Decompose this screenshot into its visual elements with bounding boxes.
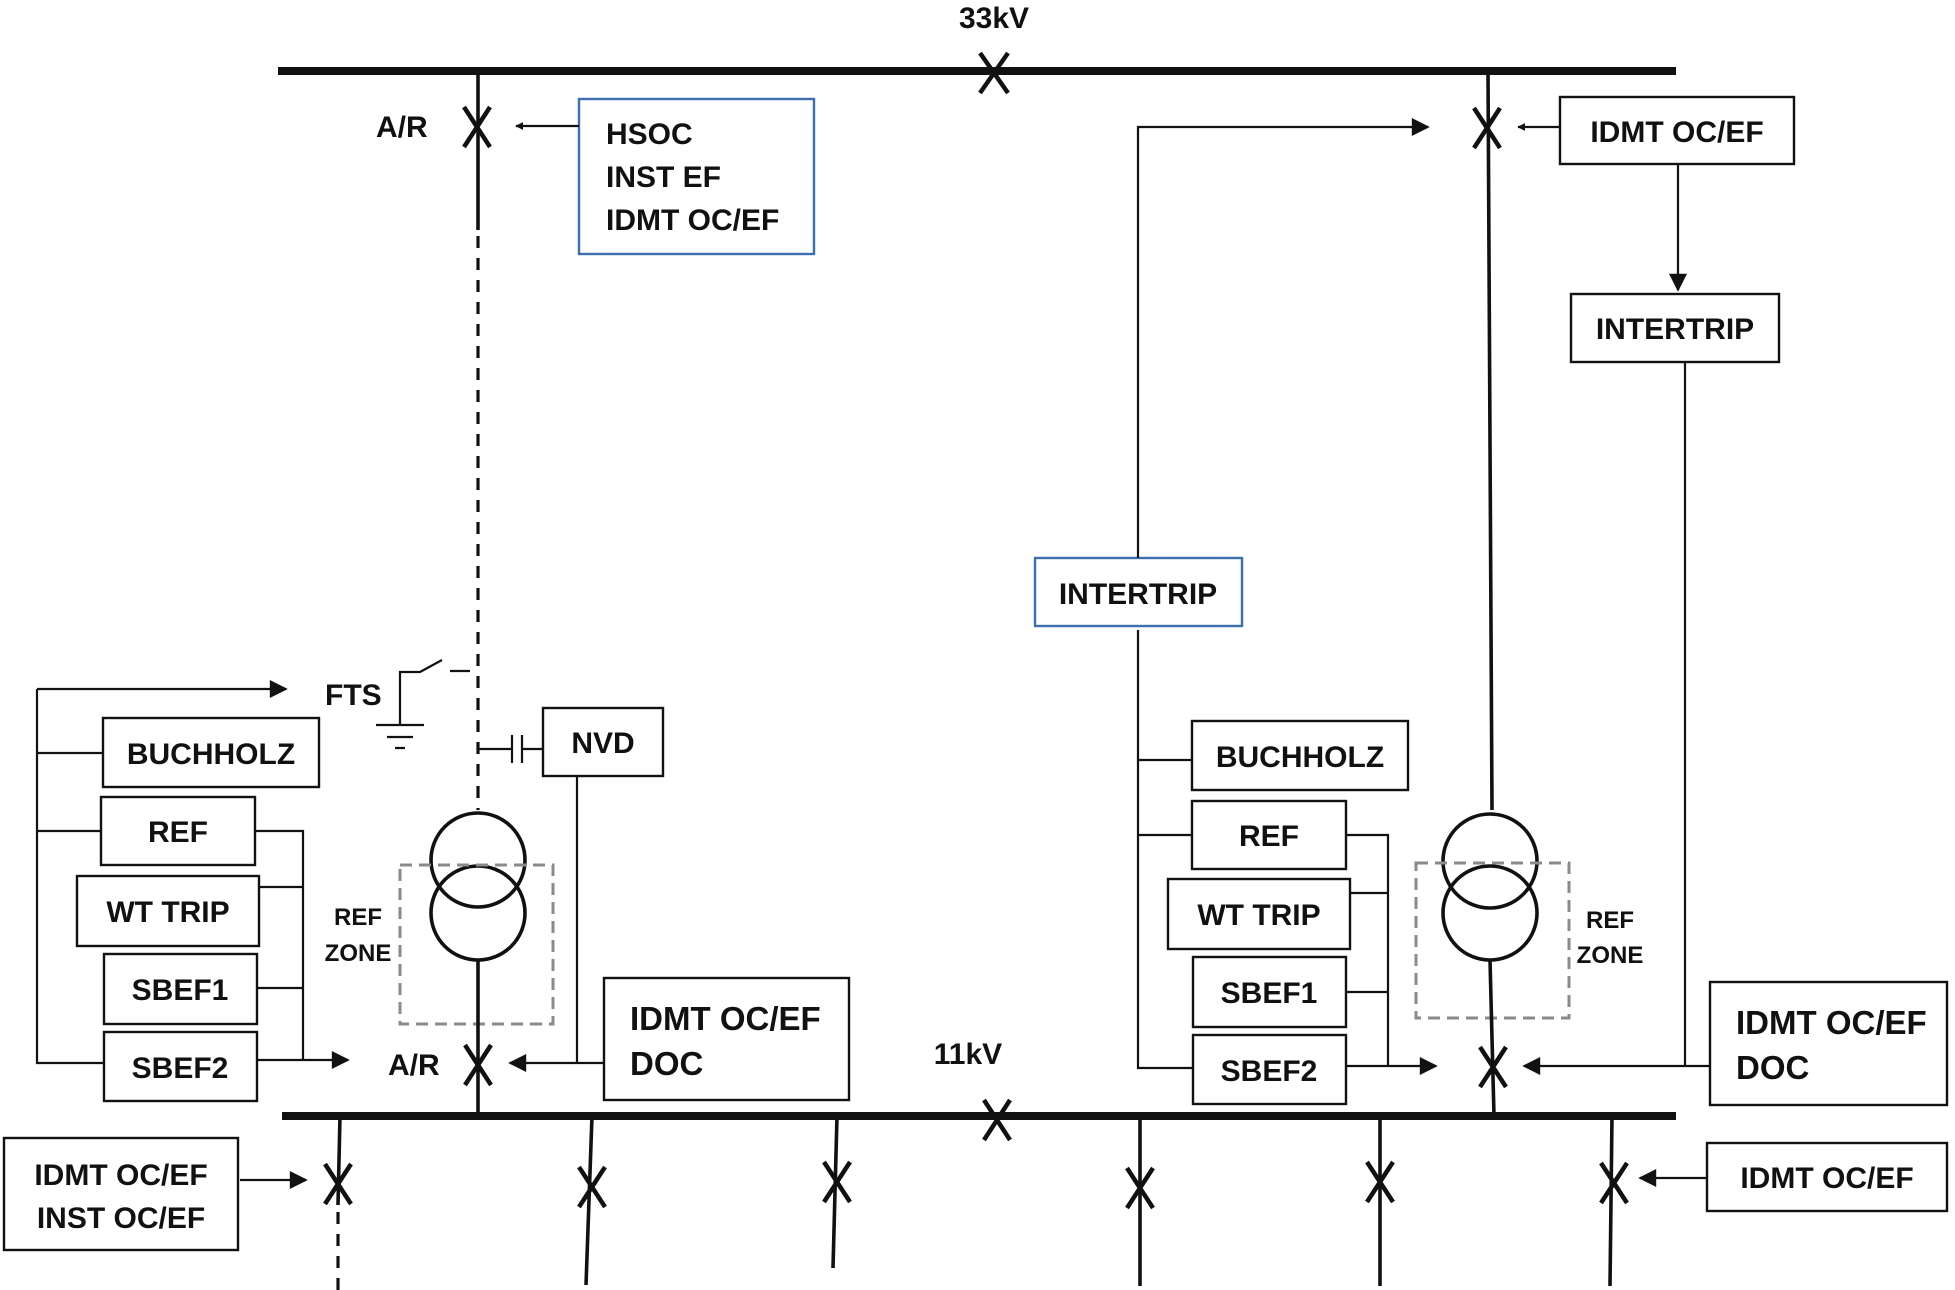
lv-feeder-circuit-breaker [1125,1166,1155,1210]
left-ref-label: REF [148,816,208,849]
right-wt-trip-label: WT TRIP [1197,899,1320,932]
left-hv-protection-box [577,97,816,256]
left-lv-ar-label: A/R [388,1049,440,1082]
left-ref-zone-label: ZONE [325,940,392,967]
lv-feeder-protection-line: INST OC/EF [37,1202,205,1235]
left-sbef1-label: SBEF1 [132,974,229,1007]
lv-outgoing-feeders: IDMT OC/EF INST OC/EF IDMT OC/EF [2,1115,1949,1290]
right-transformer-hv-winding [1441,812,1539,910]
left-hv-ar-label: A/R [376,111,428,144]
lv-feeder-protection-box-right [1705,1141,1949,1213]
lv-feeder-protection-box-left [2,1136,240,1252]
lv-feeder-circuit-breaker [1365,1160,1395,1204]
left-hv-protection-line: INST EF [606,161,721,194]
right-ref-label: REF [1239,820,1299,853]
lv-bus-label: 11kV [934,1038,1002,1071]
right-ref-box [1190,799,1348,871]
right-hv-protection-box [1558,95,1796,166]
left-transformer-hv-winding [429,811,527,909]
left-sbef2-box [102,1030,259,1103]
right-buchholz-label: BUCHHOLZ [1216,741,1384,774]
right-sbef1-label: SBEF1 [1221,977,1318,1010]
right-hv-circuit-breaker [1472,106,1502,150]
right-lv-circuit-breaker [1478,1045,1508,1089]
fts-switch-symbol [398,659,443,725]
left-hv-protection-line: IDMT OC/EF [606,204,779,237]
lv-feeder-circuit-breaker [822,1160,852,1204]
left-transformer-bay: A/R HSOC INST EF IDMT OC/EF FTS NVD REF … [35,71,851,1116]
fts-label: FTS [325,679,382,712]
right-sbef2-label: SBEF2 [1221,1055,1318,1088]
right-wt-trip-box [1166,877,1352,951]
nvd-capacitor-icon [478,735,543,763]
nvd-box [541,706,665,778]
right-buchholz-box [1190,719,1410,792]
right-hv-intertrip-label: INTERTRIP [1596,313,1754,346]
nvd-label: NVD [571,727,634,760]
lv-bus-section-breaker [982,1098,1012,1142]
left-hv-circuit-breaker [462,105,492,149]
right-lv-protection-line: DOC [1736,1049,1809,1086]
left-lv-circuit-breaker [463,1043,493,1087]
left-wt-trip-label: WT TRIP [106,896,229,929]
lv-feeder-circuit-breaker [323,1162,353,1206]
left-sbef1-box [102,952,259,1026]
right-lv-protection-box [1708,980,1949,1107]
left-buchholz-label: BUCHHOLZ [127,738,295,771]
right-trip-bus-wire [1136,630,1193,1070]
left-ref-zone-label: REF [334,904,382,931]
hv-busbar: 33kV [278,2,1676,95]
right-ref-zone-label: ZONE [1577,942,1644,969]
earth-icon [376,723,424,750]
right-ref-zone-label: REF [1586,907,1634,934]
left-trip-bus-wire [35,689,104,1065]
hv-bus-label: 33kV [959,2,1029,35]
lv-feeder-protection-label: IDMT OC/EF [1740,1162,1913,1195]
left-lv-protection-line: IDMT OC/EF [630,1000,821,1037]
left-buchholz-box [101,716,321,789]
lv-busbar: 11kV [282,1038,1676,1142]
right-hv-intertrip-box [1569,292,1781,364]
right-lv-protection-line: IDMT OC/EF [1736,1004,1927,1041]
right-hv-protection-label: IDMT OC/EF [1590,116,1763,149]
right-sbef2-box [1191,1033,1348,1106]
left-lv-protection-box [602,976,851,1102]
lv-feeder-circuit-breaker [1599,1161,1629,1205]
left-transformer-lv-winding [429,864,527,962]
left-hv-protection-line: HSOC [606,118,693,151]
right-transformer-lv-winding [1441,864,1539,962]
hv-bus-section-breaker [978,51,1010,95]
left-ref-box [99,795,257,867]
right-lv-intertrip-label: INTERTRIP [1059,578,1217,611]
right-sbef1-box [1191,955,1348,1029]
lv-feeder-circuit-breaker [577,1165,607,1209]
lv-feeder-protection-line: IDMT OC/EF [34,1159,207,1192]
right-transformer-bay: IDMT OC/EF INTERTRIP INTERTRIP REF ZONE … [1033,70,1949,1117]
left-wt-trip-box [75,874,261,948]
left-lv-protection-line: DOC [630,1045,703,1082]
left-sbef2-label: SBEF2 [132,1052,229,1085]
